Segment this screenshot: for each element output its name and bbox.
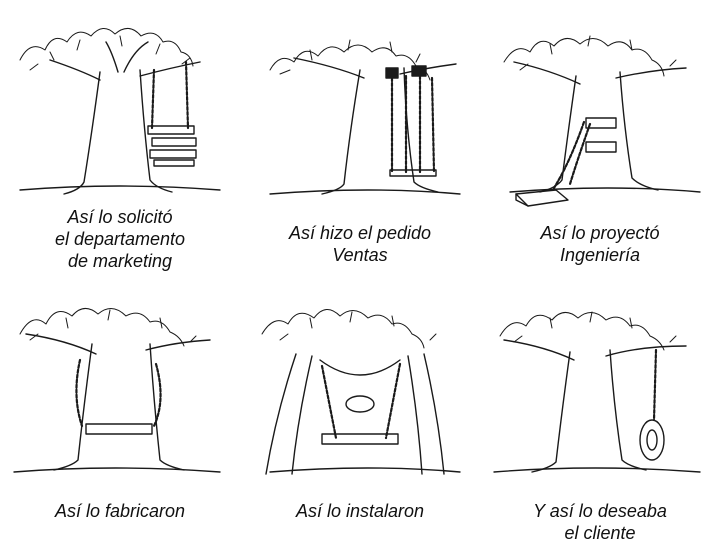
caption-line: Y así lo deseaba <box>533 501 667 521</box>
caption-line: Así lo solicitó <box>67 207 173 227</box>
panel-marketing: Así lo solicitó el departamento de marke… <box>0 0 240 274</box>
tree-swing-marketing-illustration <box>19 28 221 195</box>
panel-ingenieria: Así lo proyectó Ingeniería <box>480 0 720 274</box>
panel-ventas: Así hizo el pedido Ventas <box>240 0 480 274</box>
caption-fabricacion: Así lo fabricaron <box>0 500 240 522</box>
tree-swing-ventas-illustration <box>269 39 461 195</box>
panel-instalacion: Así lo instalaron <box>240 274 480 548</box>
caption-line: el cliente <box>564 523 636 543</box>
caption-instalacion: Así lo instalaron <box>240 500 480 522</box>
tree-swing-ingenieria-illustration <box>503 35 701 207</box>
caption-line: Así lo fabricaron <box>54 501 186 521</box>
caption-cliente: Y así lo deseaba el cliente <box>480 500 720 544</box>
caption-line: Ingeniería <box>559 245 641 265</box>
panel-fabricacion: Así lo fabricaron <box>0 274 240 548</box>
tree-swing-fabricacion-illustration <box>13 308 221 473</box>
caption-marketing: Así lo solicitó el departamento de marke… <box>0 206 240 272</box>
caption-line: el departamento <box>54 229 186 249</box>
caption-line: Así lo instalaron <box>295 501 425 521</box>
caption-line: de marketing <box>67 251 173 271</box>
caption-ingenieria: Así lo proyectó Ingeniería <box>480 222 720 266</box>
tree-swing-instalacion-illustration <box>261 309 461 475</box>
tree-swing-cliente-illustration <box>493 311 701 473</box>
caption-line: Ventas <box>332 245 388 265</box>
caption-line: Así lo proyectó <box>540 223 660 243</box>
caption-ventas: Así hizo el pedido Ventas <box>240 222 480 266</box>
panel-cliente: Y así lo deseaba el cliente <box>480 274 720 548</box>
caption-line: Así hizo el pedido <box>288 223 432 243</box>
